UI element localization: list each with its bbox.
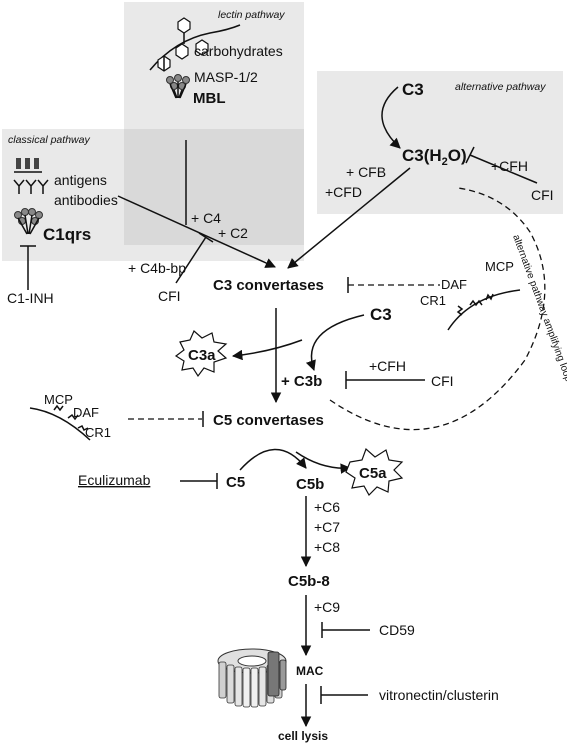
cd59-label: CD59	[379, 622, 415, 638]
c3b-label: + C3b	[281, 373, 322, 390]
panel-overlap	[124, 129, 304, 245]
antibodies-label: antibodies	[54, 192, 118, 208]
mac-pore-icon	[217, 648, 287, 708]
alt-cfh-label: +CFH	[491, 158, 528, 174]
c1inh-inhibition	[20, 245, 36, 290]
classical-pathway-title: classical pathway	[8, 134, 90, 146]
daf-label-2: DAF	[73, 405, 99, 420]
alt-cfi-label: CFI	[531, 187, 554, 203]
c4bbp-label: + C4b-bp	[128, 260, 186, 276]
c1inh-label: C1-INH	[7, 290, 54, 306]
classical-to-c3conv-arrow	[117, 195, 276, 268]
c1qrs-label: C1qrs	[43, 225, 91, 244]
mbl-icon	[166, 74, 190, 99]
c6-label: +C6	[314, 499, 340, 515]
cfi-label-2: CFI	[431, 373, 454, 389]
cell-lysis-label: cell lysis	[278, 729, 328, 743]
mbl-label: MBL	[193, 90, 226, 107]
cfb-label: + CFB	[346, 164, 386, 180]
membrane-regulators-left	[29, 404, 91, 441]
c3-to-c3b-arrow	[305, 314, 365, 371]
cfi-label-1: CFI	[158, 288, 181, 304]
c3b-inhibition	[345, 371, 425, 389]
alternative-panel	[317, 71, 563, 214]
c1qrs-icon	[14, 208, 43, 235]
c8-label: +C8	[314, 539, 340, 555]
cfd-label: +CFD	[325, 184, 362, 200]
masp-label: MASP-1/2	[194, 69, 258, 85]
antibody-icon	[13, 179, 49, 194]
carbohydrates-label: carbohydrates	[194, 43, 283, 59]
c4-label: + C4	[191, 210, 221, 226]
antigen-icon	[14, 158, 42, 173]
eculizumab-inhibition	[180, 473, 218, 489]
c3h2o-label: C3(H2O)	[402, 146, 467, 168]
daf-label-1: DAF	[441, 277, 467, 292]
c3-label-mid: C3	[370, 305, 392, 324]
cfh-inhibition-alt	[465, 146, 538, 184]
c4bbp-inhibition	[175, 232, 214, 284]
antigens-label: antigens	[54, 172, 107, 188]
cr1-label-2: CR1	[85, 425, 111, 440]
c9-label: +C9	[314, 599, 340, 615]
c5b8-label: C5b-8	[288, 573, 330, 590]
amplifying-loop-path	[329, 187, 546, 431]
mcp-label-1: MCP	[485, 259, 514, 274]
c5-to-c5b-arrow	[239, 448, 307, 471]
c5-label: C5	[226, 474, 245, 491]
vitronectin-inhibition	[320, 686, 368, 704]
cd59-inhibition	[321, 622, 370, 638]
mac-label: MAC	[296, 664, 324, 678]
c5a-label: C5a	[359, 465, 387, 482]
eculizumab-label: Eculizumab	[78, 472, 151, 488]
c5a-burst-icon	[345, 447, 404, 496]
c3-to-c3a-arrow	[231, 339, 303, 361]
cr1-label-1: CR1	[420, 293, 446, 308]
amplifying-loop-label: alternative pathway amplifying loop	[510, 233, 567, 383]
lectin-pathway-title: lectin pathway	[218, 9, 285, 21]
alt-to-c3conv-arrow	[287, 167, 411, 269]
c3-to-c3h2o-arrow	[381, 86, 401, 149]
c5-to-c5a-arrow	[295, 451, 352, 474]
c5b-label: C5b	[296, 476, 324, 493]
c2-label: + C2	[218, 225, 248, 241]
alt-c3-label: C3	[402, 80, 424, 99]
membrane-regulators-top	[447, 289, 521, 331]
c7-label: +C7	[314, 519, 340, 535]
c3-convertases-label: C3 convertases	[213, 277, 324, 294]
c3a-label: C3a	[188, 347, 216, 364]
alternative-pathway-title: alternative pathway	[455, 81, 546, 93]
vitronectin-label: vitronectin/clusterin	[379, 687, 499, 703]
c5-convertases-label: C5 convertases	[213, 412, 324, 429]
mcp-label-2: MCP	[44, 392, 73, 407]
carbohydrate-icon	[149, 17, 241, 72]
cfh-label-2: +CFH	[369, 358, 406, 374]
c3a-burst-icon	[174, 330, 228, 378]
